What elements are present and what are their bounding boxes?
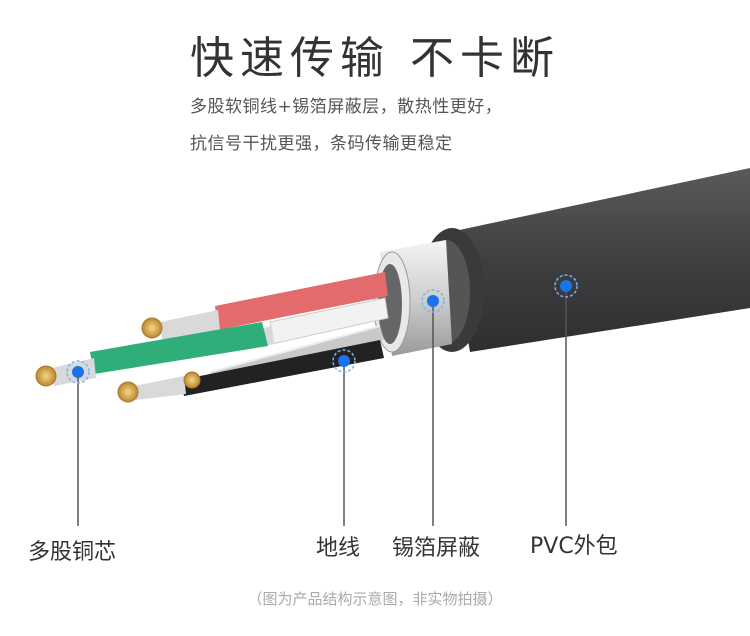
black-wire bbox=[117, 340, 384, 403]
marker-jacket bbox=[554, 274, 578, 298]
marker-foil bbox=[421, 289, 445, 313]
page-title: 快速传输 不卡断 bbox=[190, 33, 560, 84]
label-foil-shield: 锡箔屏蔽 bbox=[392, 536, 481, 561]
label-pvc-jacket: PVC外包 bbox=[530, 534, 618, 559]
subtitle-line-1: 多股软铜线+锡箔屏蔽层，散热性更好， bbox=[190, 97, 503, 117]
pvc-jacket bbox=[420, 168, 750, 352]
foil-shield bbox=[373, 240, 452, 356]
label-copper-core: 多股铜芯 bbox=[28, 540, 117, 565]
illustration-note: （图为产品结构示意图，非实物拍摄） bbox=[247, 590, 503, 608]
subtitle-line-2: 抗信号干扰更强，条码传输更稳定 bbox=[190, 134, 453, 154]
marker-copper bbox=[66, 360, 90, 384]
label-ground-wire: 地线 bbox=[316, 536, 361, 561]
marker-ground bbox=[332, 349, 356, 373]
